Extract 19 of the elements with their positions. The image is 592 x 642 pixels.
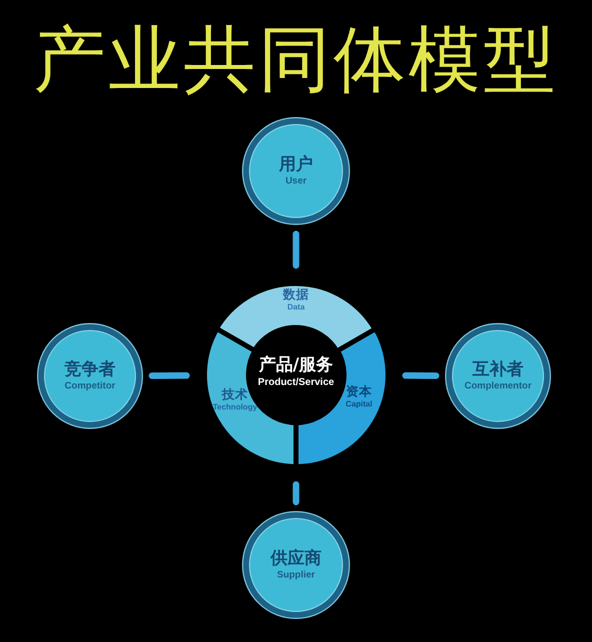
node-sublabel: Supplier — [276, 570, 315, 581]
circle-node — [242, 117, 350, 225]
node-sublabel: User — [285, 176, 307, 187]
node-label: 用户 — [279, 155, 313, 175]
node-label: 供应商 — [270, 549, 322, 569]
node-sublabel: Data — [287, 303, 305, 312]
node-label: 互补者 — [472, 360, 524, 380]
node-sublabel: Competitor — [64, 380, 116, 392]
connector-bar — [292, 481, 300, 506]
connector-bar — [292, 230, 300, 269]
connector-bar — [402, 372, 440, 379]
connector-bar — [148, 372, 190, 379]
circle-node — [445, 323, 551, 429]
node-label: 数据 — [282, 288, 309, 302]
circle-node — [242, 511, 350, 619]
node-label: 竞争者 — [64, 360, 116, 380]
circle-node — [37, 323, 143, 429]
diagram-title: 产业共同体模型 — [34, 20, 558, 100]
node-sublabel: Complementor — [464, 380, 532, 392]
